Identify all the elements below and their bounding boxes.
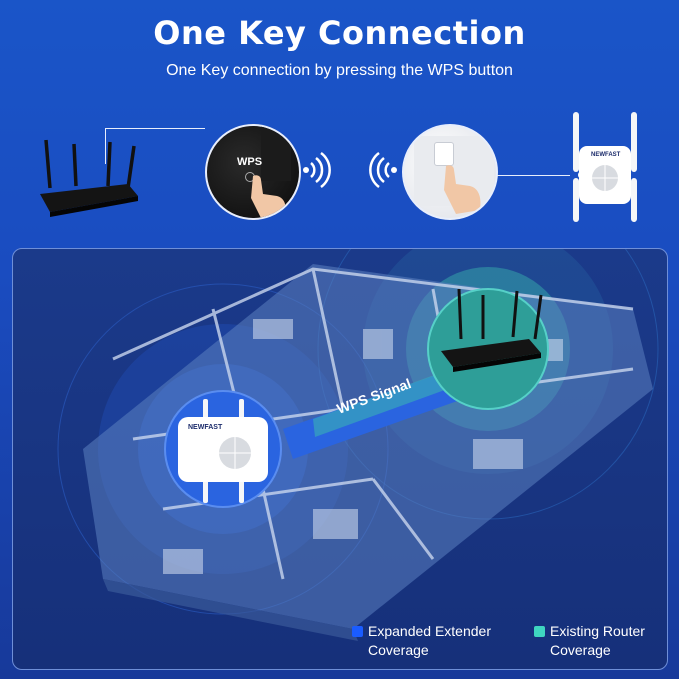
legend-swatch (352, 626, 363, 637)
extender-wps-closeup (402, 124, 498, 220)
wifi-signal-icon (302, 151, 332, 192)
floorplan-illustration (57, 249, 659, 641)
legend-label: Coverage (550, 642, 611, 658)
brand-label: NEWFAST (591, 152, 621, 158)
wifi-signal-icon (368, 151, 398, 192)
wps-button-label: WPS (237, 156, 263, 168)
page-subtitle: One Key connection by pressing the WPS b… (166, 62, 513, 79)
legend-item-router: Existing Router Coverage (534, 622, 645, 660)
legend-label: Expanded Extender (368, 623, 491, 639)
connector-line (105, 128, 106, 164)
extender-image: NEWFAST (565, 112, 645, 226)
page-title: One Key Connection (153, 14, 526, 52)
hand-icon (251, 175, 286, 218)
extender-brand-label: NEWFAST (188, 424, 223, 431)
router-image (38, 138, 138, 222)
legend-label: Existing Router (550, 623, 645, 639)
router-wps-closeup: WPS (205, 124, 301, 220)
floorplan-panel (12, 248, 668, 670)
wps-button-icon (434, 142, 454, 166)
legend-item-extender: Expanded Extender Coverage (352, 622, 491, 660)
connector-line (494, 175, 570, 176)
connector-line (105, 128, 205, 129)
hand-icon (444, 165, 481, 214)
legend-swatch (534, 626, 545, 637)
legend-label: Coverage (368, 642, 429, 658)
